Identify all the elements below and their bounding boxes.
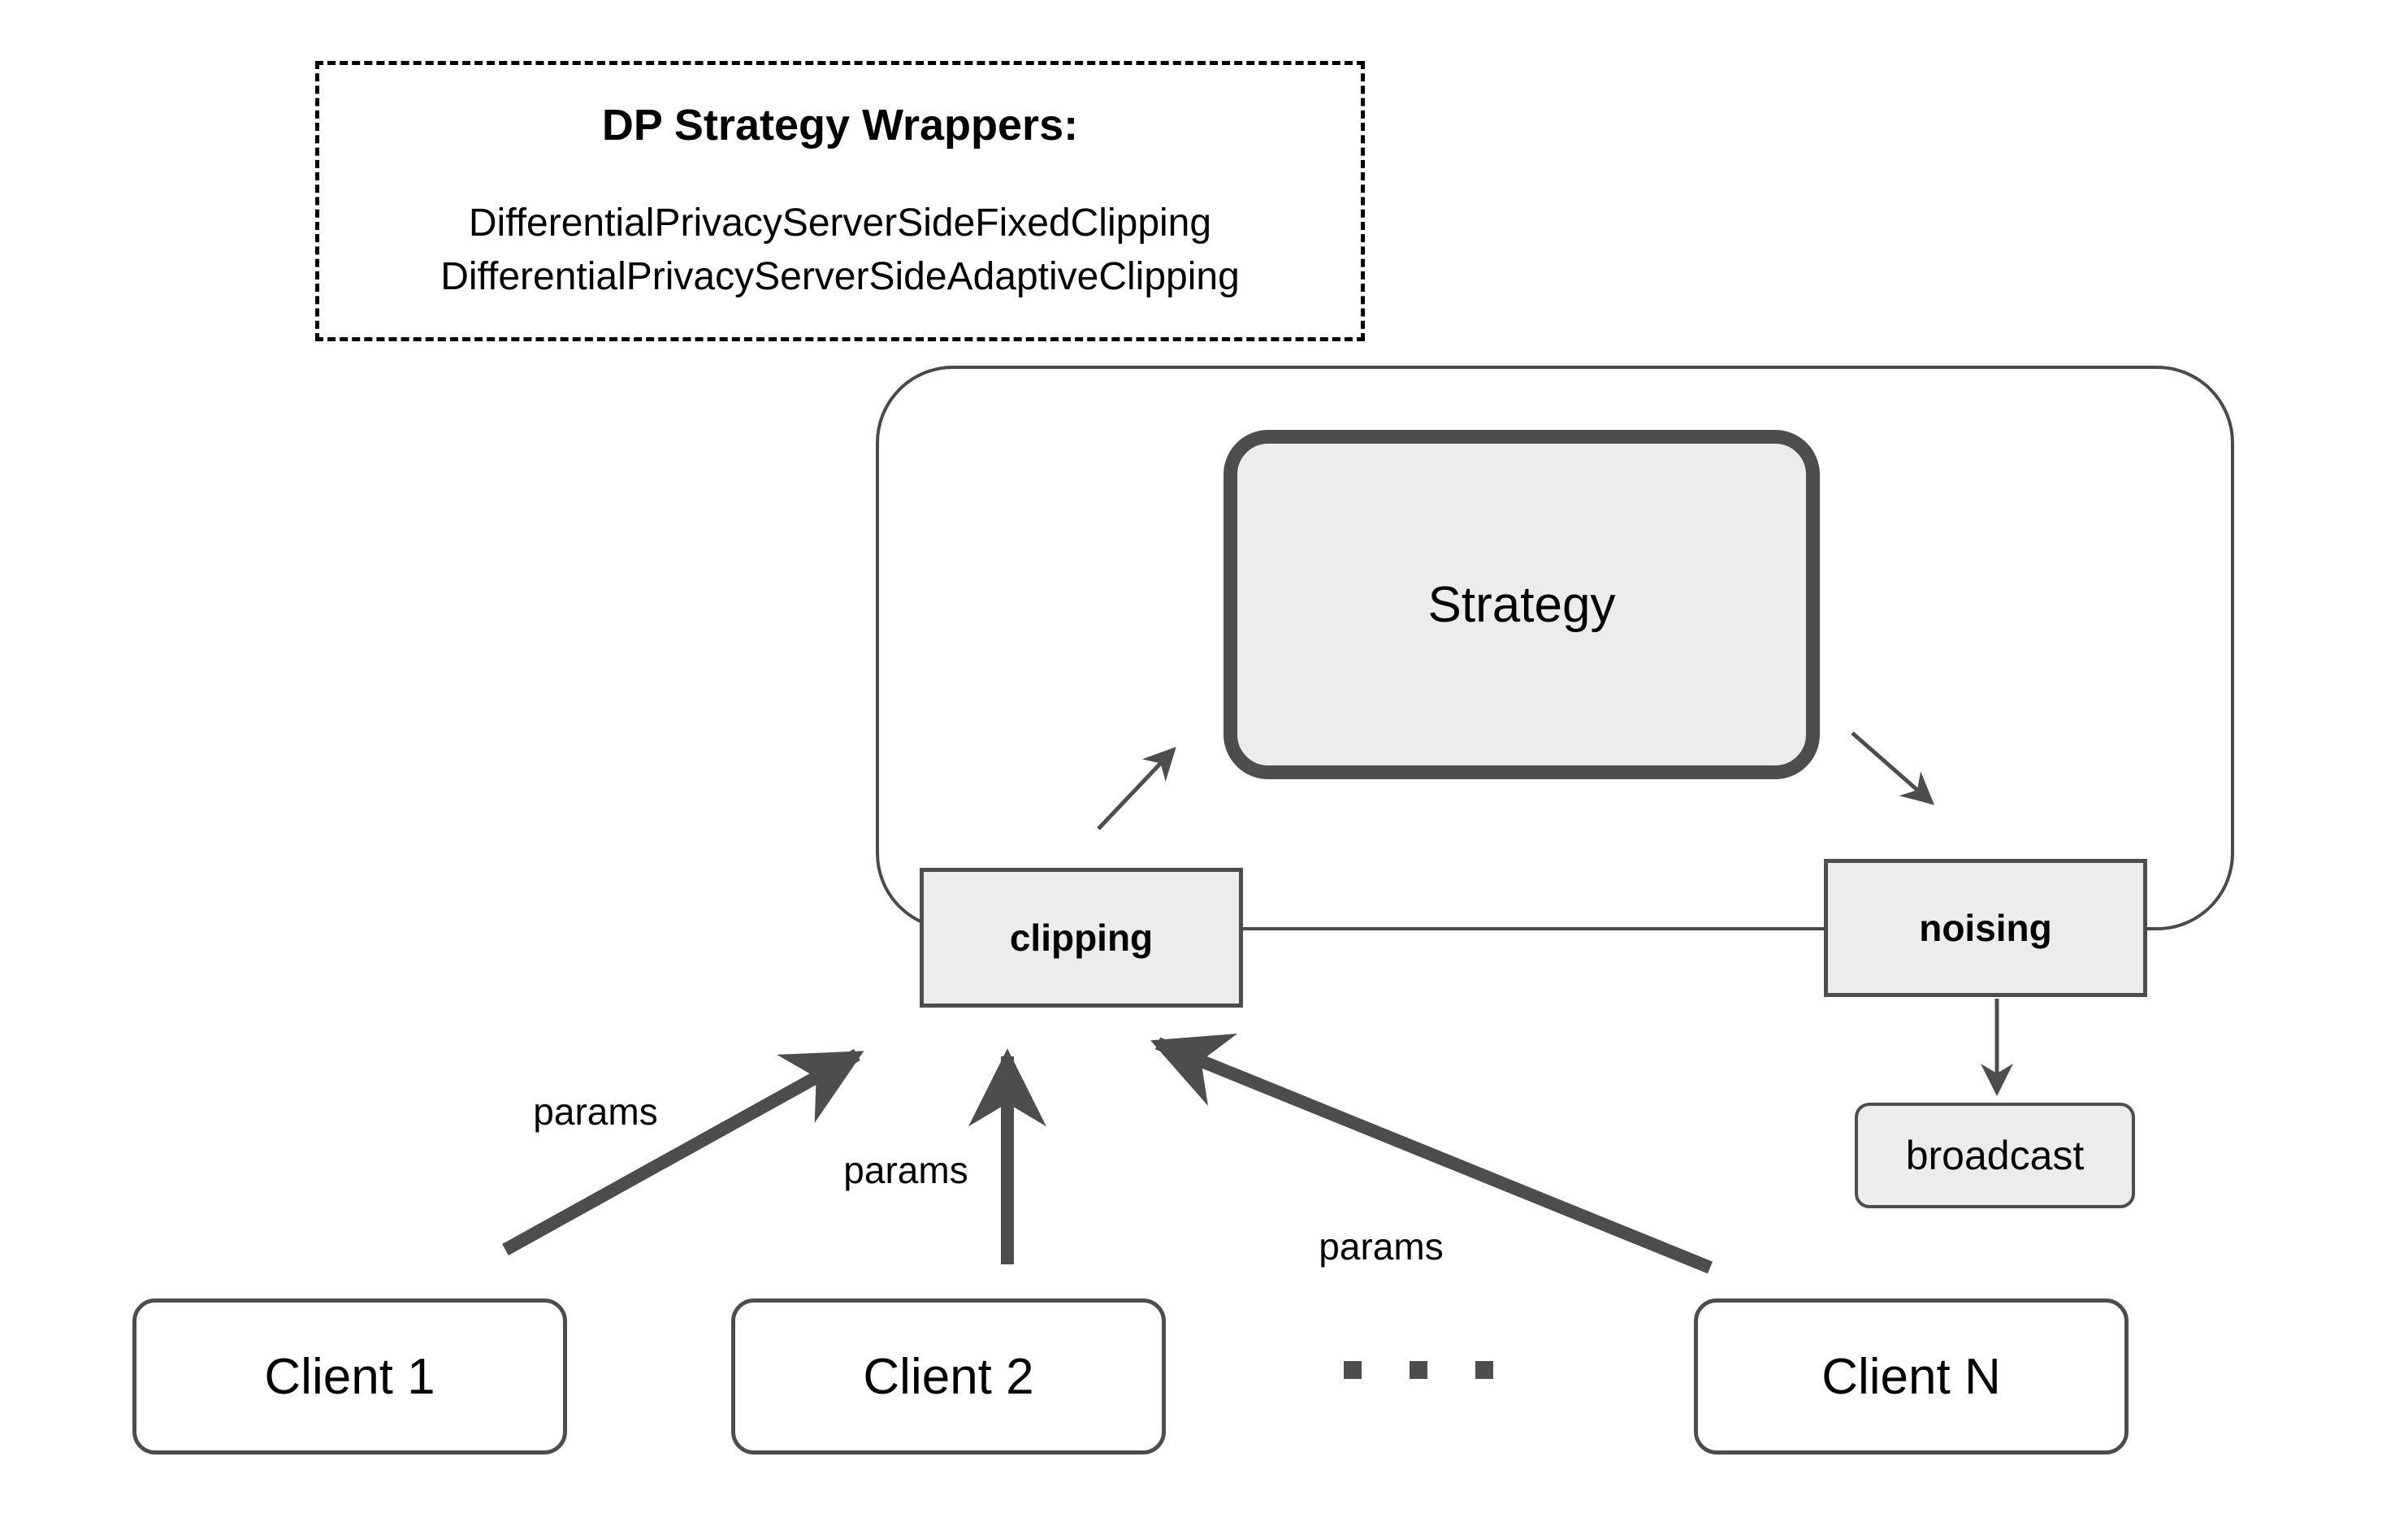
client-n-label: Client N (1821, 1348, 2001, 1405)
client-n-node: Client N (1694, 1298, 2129, 1454)
dp-wrappers-title: DP Strategy Wrappers: (601, 101, 1079, 150)
strategy-node: Strategy (1223, 430, 1820, 779)
dp-wrapper-class-fixed: DifferentialPrivacyServerSideFixedClippi… (468, 202, 1212, 245)
client-1-node: Client 1 (132, 1298, 567, 1454)
ellipsis-dots-icon (1344, 1361, 1498, 1379)
broadcast-node: broadcast (1855, 1103, 2135, 1208)
dp-wrapper-class-adaptive: DifferentialPrivacyServerSideAdaptiveCli… (440, 255, 1240, 299)
dp-wrappers-note: DP Strategy Wrappers: DifferentialPrivac… (315, 61, 1365, 341)
client-1-label: Client 1 (264, 1348, 435, 1405)
dp-wrapper-class-list: DifferentialPrivacyServerSideFixedClippi… (440, 197, 1240, 304)
broadcast-label: broadcast (1905, 1133, 2085, 1178)
client-2-node: Client 2 (731, 1298, 1166, 1454)
strategy-label: Strategy (1427, 576, 1616, 633)
clipping-node: clipping (920, 868, 1243, 1008)
noising-label: noising (1919, 907, 2052, 949)
params-label-client1: params (533, 1090, 658, 1133)
arrow-client1-to-clipping (502, 1049, 864, 1255)
params-label-clientN: params (1319, 1225, 1444, 1268)
params-label-client2: params (843, 1149, 968, 1191)
client-2-label: Client 2 (863, 1348, 1034, 1405)
server-boundary (876, 366, 2234, 930)
noising-node: noising (1824, 859, 2147, 997)
clipping-label: clipping (1009, 917, 1154, 959)
